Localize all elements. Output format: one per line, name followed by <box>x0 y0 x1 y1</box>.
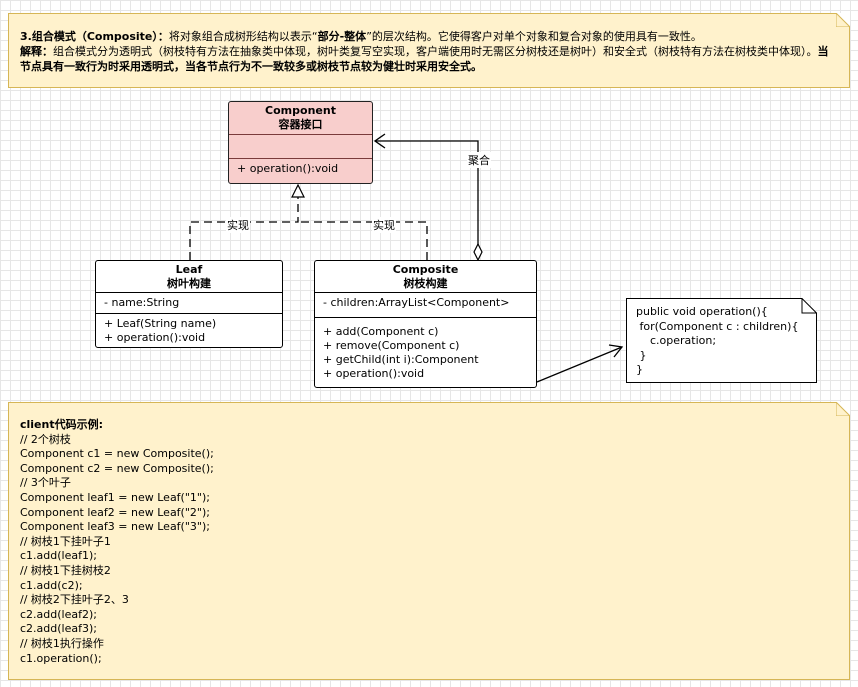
aggregation-diamond <box>473 242 483 262</box>
pattern-desc-2: ”的层次结构。它使得客户对单个对象和复合对象的使用具有一致性。 <box>366 30 702 43</box>
component-methods: + operation():void <box>229 158 372 179</box>
client-line: Component leaf1 = new Leaf("1"); <box>20 490 210 504</box>
code-line: public void operation(){ <box>636 305 768 318</box>
composite-method: + getChild(int i):Component <box>323 353 479 366</box>
pattern-title: 3.组合模式（Composite）： <box>20 30 169 43</box>
leaf-realization-label: 实现 <box>226 217 250 233</box>
realization-arrowhead <box>291 183 305 198</box>
note-link-arrowhead <box>608 344 624 358</box>
leaf-method: + Leaf(String name) <box>104 317 217 330</box>
component-header: Component 容器接口 <box>229 102 372 134</box>
client-code-note: client代码示例: // 2个树枝 Component c1 = new C… <box>8 402 850 680</box>
leaf-header: Leaf 树叶构建 <box>96 261 282 292</box>
code-line: } <box>636 363 643 376</box>
composite-realization-edge <box>298 221 428 260</box>
code-line: c.operation; <box>636 334 717 347</box>
composite-class[interactable]: Composite 树枝构建 - children:ArrayList<Comp… <box>314 260 537 388</box>
leaf-class[interactable]: Leaf 树叶构建 - name:String + Leaf(String na… <box>95 260 283 348</box>
composite-attributes: - children:ArrayList<Component> <box>315 292 536 317</box>
client-line: c2.add(leaf3); <box>20 622 97 636</box>
code-line: } <box>636 348 647 362</box>
explain-bold: 当节点具有一致行为时采用透明式，当各节点行为不一致较多或树枝节点较为健壮时采用安… <box>20 45 829 73</box>
operation-code: public void operation(){ for(Component c… <box>636 305 798 378</box>
client-line: Component c1 = new Composite(); <box>20 447 214 461</box>
client-line: // 树枝1执行操作 <box>20 636 104 650</box>
client-line: // 树枝1下挂树枝2 <box>20 563 111 577</box>
client-line: Component leaf3 = new Leaf("3"); <box>20 520 210 534</box>
explain-text: 组合模式分为透明式（树枝特有方法在抽象类中体现，树叶类复写空实现，客户端使用时无… <box>53 45 818 58</box>
operation-code-note[interactable]: public void operation(){ for(Component c… <box>626 298 817 383</box>
composite-methods: + add(Component c) + remove(Component c)… <box>315 317 536 384</box>
client-line: Component c2 = new Composite(); <box>20 461 214 475</box>
leaf-methods: + Leaf(String name) + operation():void <box>96 313 282 348</box>
composite-subtitle: 树枝构建 <box>403 277 448 290</box>
composite-header: Composite 树枝构建 <box>315 261 536 292</box>
pattern-desc-bold: 部分-整体 <box>317 30 367 43</box>
leaf-subtitle: 树叶构建 <box>167 277 211 290</box>
composite-name: Composite <box>392 263 459 276</box>
composite-method: + add(Component c) <box>323 325 439 338</box>
client-line: c1.add(leaf1); <box>20 549 97 563</box>
note-shape-icon <box>626 298 817 383</box>
component-method: + operation():void <box>237 162 339 175</box>
composite-realization-label: 实现 <box>372 217 396 233</box>
client-title: client代码示例: <box>20 418 104 431</box>
note-fold-icon <box>836 13 850 27</box>
description-note: 3.组合模式（Composite）：将对象组合成树形结构以表示“部分-整体”的层… <box>8 13 850 88</box>
client-line: c1.operation(); <box>20 651 102 665</box>
component-attributes <box>229 134 372 158</box>
client-line: // 树枝2下挂叶子2、3 <box>20 593 129 607</box>
note-link-edge <box>536 346 623 383</box>
client-line: // 3个叶子 <box>20 476 71 490</box>
aggregation-arrowhead <box>373 133 386 149</box>
client-code: client代码示例: // 2个树枝 Component c1 = new C… <box>20 418 838 666</box>
composite-attribute: - children:ArrayList<Component> <box>323 296 510 309</box>
component-name: Component <box>265 104 336 117</box>
client-line: c1.add(c2); <box>20 578 83 592</box>
explain-label: 解释： <box>20 45 53 58</box>
client-line: Component leaf2 = new Leaf("2"); <box>20 505 210 519</box>
client-line: // 树枝1下挂叶子1 <box>20 534 111 548</box>
aggregation-label: 聚合 <box>467 152 491 168</box>
pattern-desc-1: 将对象组合成树形结构以表示“ <box>168 30 318 43</box>
component-subtitle: 容器接口 <box>278 118 323 131</box>
component-class[interactable]: Component 容器接口 + operation():void <box>228 101 373 184</box>
composite-method: + remove(Component c) <box>323 339 460 352</box>
code-line: for(Component c : children){ <box>636 319 799 333</box>
client-line: // 2个树枝 <box>20 432 71 446</box>
description-text: 3.组合模式（Composite）：将对象组合成树形结构以表示“部分-整体”的层… <box>20 29 838 74</box>
composite-method: + operation():void <box>323 367 425 380</box>
client-line: c2.add(leaf2); <box>20 607 97 621</box>
aggregation-edge <box>375 140 479 246</box>
note-fold-icon <box>836 402 850 416</box>
leaf-name: Leaf <box>175 263 203 276</box>
leaf-method: + operation():void <box>104 331 206 344</box>
leaf-attributes: - name:String <box>96 292 282 313</box>
leaf-attribute: - name:String <box>104 296 180 309</box>
